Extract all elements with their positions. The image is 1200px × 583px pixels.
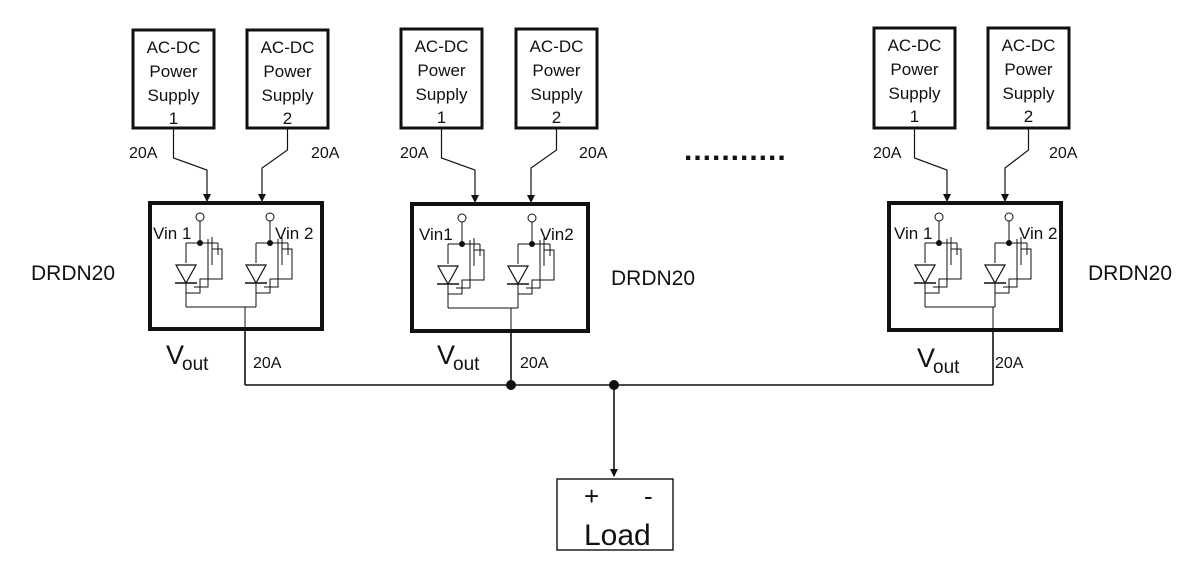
diode-mosfet-branch <box>983 212 1032 307</box>
junction-dot <box>267 240 273 246</box>
diode-icon <box>913 264 937 285</box>
junction-dot <box>459 241 465 247</box>
power-supply-label: Supply <box>531 85 583 104</box>
power-supply-label: Power <box>417 61 466 80</box>
input-terminal-icon <box>934 212 944 222</box>
vin1-label: Vin 1 <box>894 224 932 243</box>
load-box <box>556 478 674 551</box>
vin1-label: Vin 1 <box>153 224 191 243</box>
junction-dot <box>529 241 535 247</box>
supply2-wire <box>1001 128 1030 202</box>
supply2-wire <box>527 128 558 203</box>
power-supply-number: 1 <box>169 109 178 128</box>
module-name-label: DRDN20 <box>1088 262 1172 285</box>
junction-dot <box>936 240 942 246</box>
power-supply-number: 2 <box>283 109 292 128</box>
input-terminal-icon <box>527 213 537 223</box>
bus-junction-dot <box>506 380 516 390</box>
vin2-label: Vin 2 <box>1019 224 1057 243</box>
load-plus-sign: + <box>584 481 599 511</box>
supply1-wire <box>172 128 211 202</box>
power-supply-label: Power <box>149 62 198 81</box>
diode-mosfet-branch <box>174 212 223 307</box>
power-supply-label: Supply <box>889 84 941 103</box>
power-supply-box <box>986 26 1071 130</box>
input-current-label: 20A <box>129 145 158 162</box>
power-supply-label: Power <box>263 62 312 81</box>
supply1-wire <box>913 128 951 202</box>
diode-icon <box>983 264 1007 285</box>
input-current-label: 20A <box>873 145 902 162</box>
input-terminal-icon <box>1004 212 1014 222</box>
power-supply-label: AC-DC <box>261 38 315 57</box>
power-supply-label: Power <box>890 60 939 79</box>
vin1-label: Vin1 <box>419 225 453 244</box>
diode-mosfet-branch <box>506 213 555 308</box>
power-supply-box <box>514 27 599 130</box>
power-supply-box <box>872 26 957 130</box>
diode-mosfet-branch <box>244 212 293 307</box>
input-current-label: 20A <box>311 145 340 162</box>
vout-subscript: out <box>453 354 480 375</box>
load-label: Load <box>584 519 651 552</box>
power-supply-label: AC-DC <box>1002 36 1056 55</box>
vout-label: V <box>166 340 184 370</box>
module-name-label: DRDN20 <box>31 262 115 285</box>
power-supply-label: Supply <box>262 86 314 105</box>
supply1-wire <box>440 128 479 203</box>
power-supply-label: AC-DC <box>888 36 942 55</box>
junction-dot <box>197 240 203 246</box>
power-supply-number: 1 <box>437 108 446 127</box>
power-supply-box <box>131 28 216 130</box>
power-supply-number: 2 <box>1024 107 1033 126</box>
power-supply-label: AC-DC <box>147 38 201 57</box>
input-current-label: 20A <box>579 145 608 162</box>
diode-icon <box>174 264 198 285</box>
power-supply-label: AC-DC <box>530 37 584 56</box>
junction-dot <box>1006 240 1012 246</box>
diode-mosfet-branch <box>436 213 485 308</box>
diode-icon <box>436 265 460 286</box>
output-current-label: 20A <box>520 355 549 372</box>
input-current-label: 20A <box>400 145 429 162</box>
diode-icon <box>506 265 530 286</box>
power-supply-box <box>399 27 484 130</box>
diode-mosfet-branch <box>913 212 962 307</box>
power-supply-label: AC-DC <box>415 37 469 56</box>
vin2-label: Vin2 <box>540 225 574 244</box>
power-supply-number: 1 <box>910 107 919 126</box>
power-supply-label: Supply <box>148 86 200 105</box>
power-supply-label: Supply <box>416 85 468 104</box>
power-supply-number: 2 <box>552 108 561 127</box>
output-current-label: 20A <box>253 355 282 372</box>
vout-label: V <box>917 343 935 373</box>
diode-icon <box>244 264 268 285</box>
load-minus-sign: - <box>644 481 653 511</box>
input-current-label: 20A <box>1049 145 1078 162</box>
module-name-label: DRDN20 <box>611 267 695 290</box>
output-current-label: 20A <box>995 355 1024 372</box>
continuation-ellipsis: ........... <box>684 134 787 167</box>
vout-subscript: out <box>182 354 209 375</box>
power-supply-label: Power <box>532 61 581 80</box>
input-terminal-icon <box>195 212 205 222</box>
vin2-label: Vin 2 <box>275 224 313 243</box>
drdn20-module-box <box>148 201 324 331</box>
vout-subscript: out <box>933 357 960 378</box>
supply2-wire <box>258 128 289 202</box>
power-supply-label: Power <box>1004 60 1053 79</box>
power-supply-label: Supply <box>1003 84 1055 103</box>
input-terminal-icon <box>265 212 275 222</box>
vout-label: V <box>437 340 455 370</box>
drdn20-module-box <box>887 201 1063 332</box>
input-terminal-icon <box>457 213 467 223</box>
